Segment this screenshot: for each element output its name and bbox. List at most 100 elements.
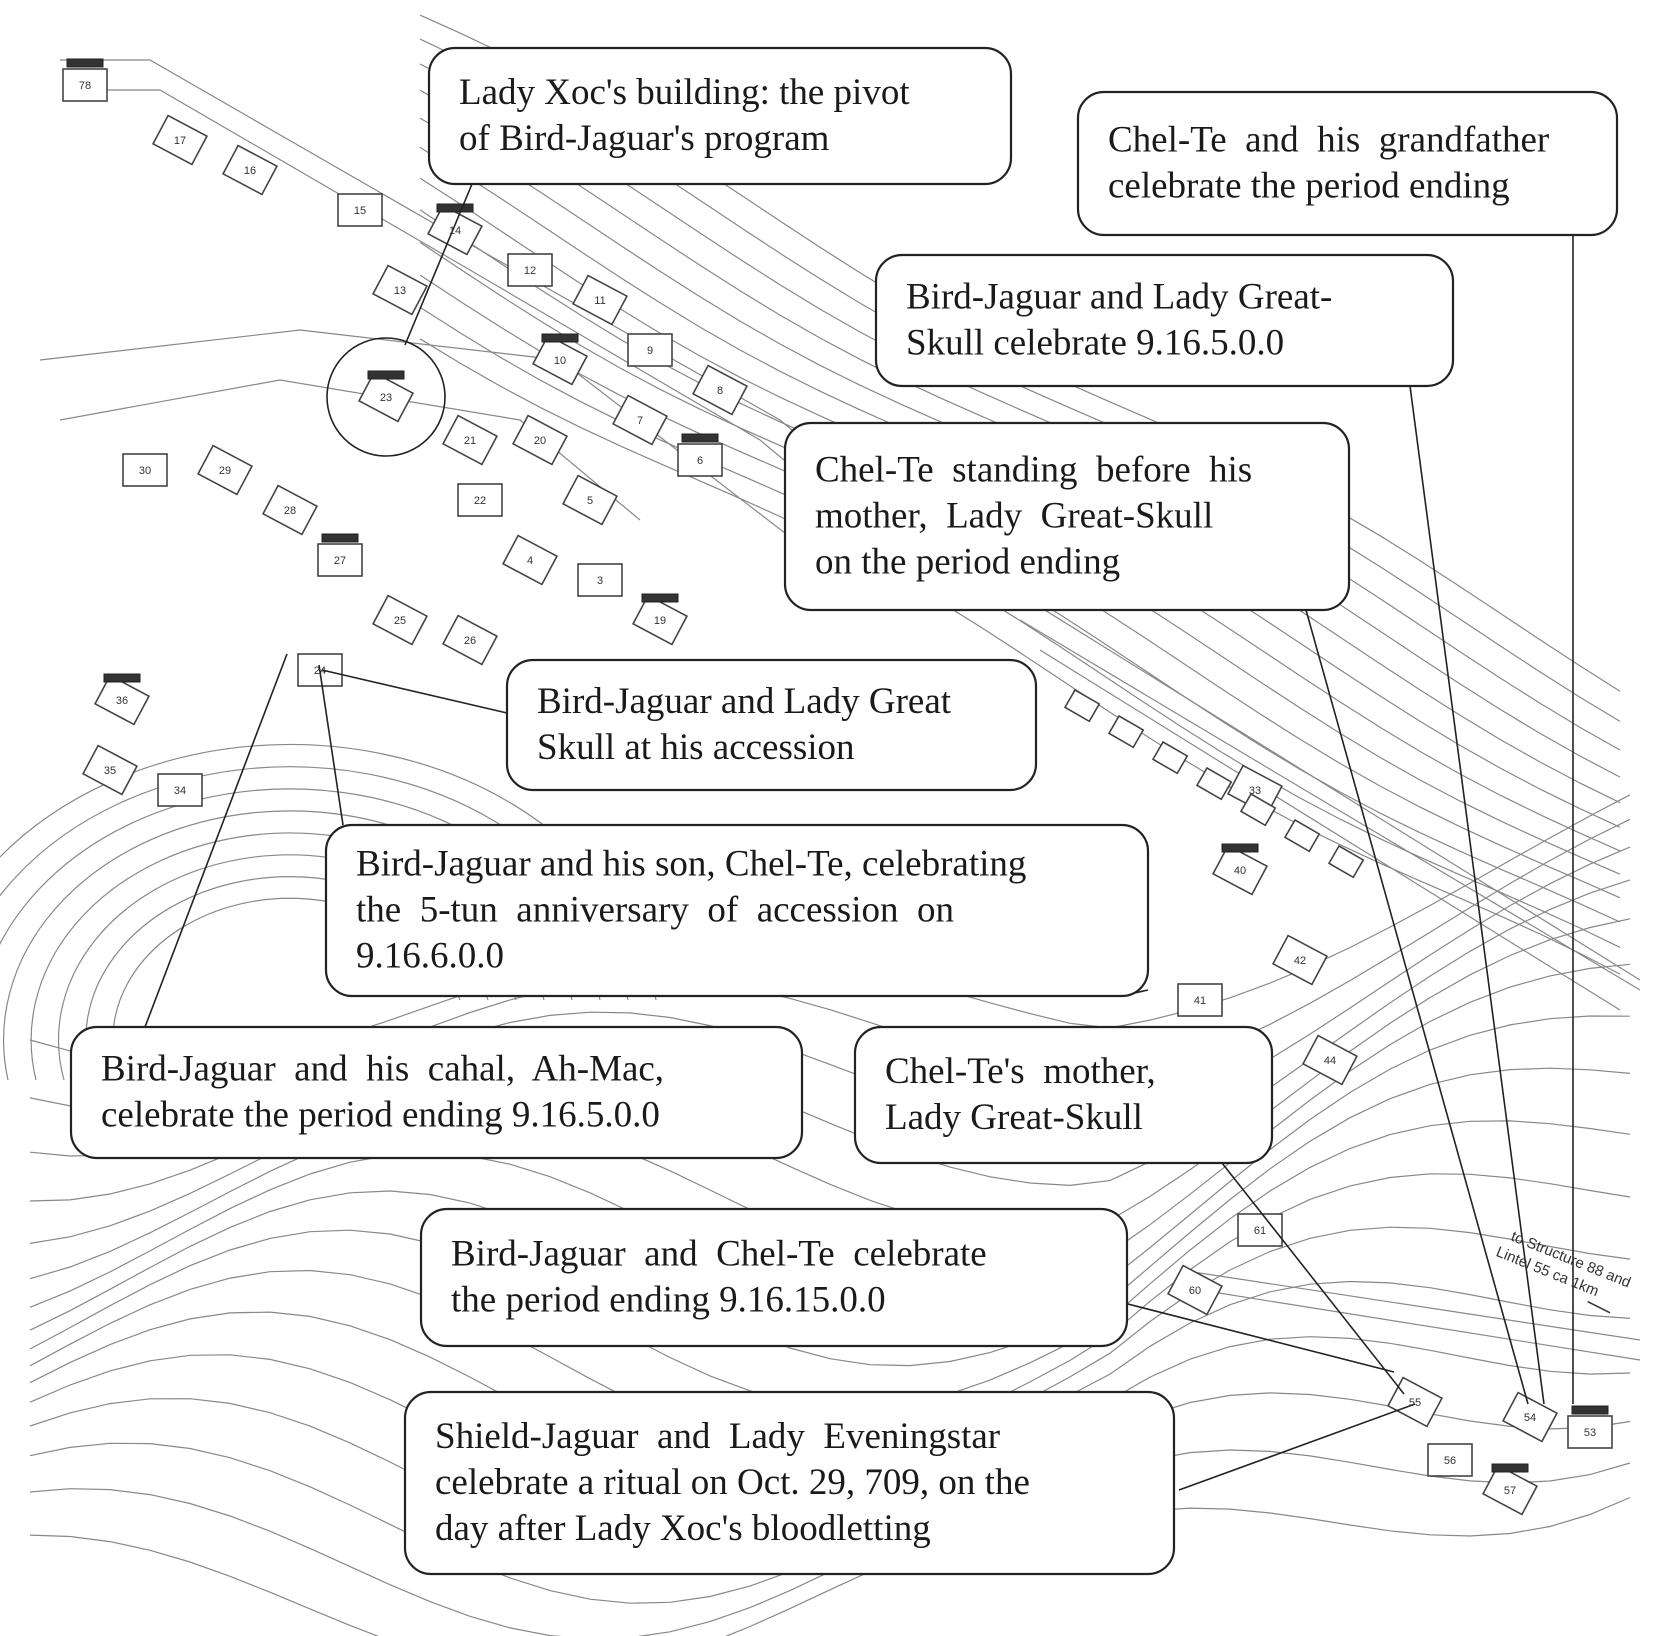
structure-label: 55 xyxy=(1409,1397,1421,1409)
contour-line xyxy=(419,338,1621,975)
callout-box xyxy=(874,253,1455,388)
structure xyxy=(1567,1405,1613,1449)
structure-label: 27 xyxy=(334,555,346,567)
structure-label: 12 xyxy=(524,265,536,277)
callout-text-line: Shield-Jaguar and Lady Eveningstar xyxy=(435,1416,1000,1457)
callout-box xyxy=(419,1207,1129,1348)
structure xyxy=(1481,1463,1539,1516)
structure-label: 57 xyxy=(1504,1485,1516,1497)
structure-label: 53 xyxy=(1584,1427,1596,1439)
structure xyxy=(221,144,279,196)
callout-text-line: Skull at his accession xyxy=(537,727,855,768)
structure-label: 35 xyxy=(104,765,116,777)
structure-label: 36 xyxy=(116,695,128,707)
callout-cahal: Bird-Jaguar and his cahal, Ah-Mac,celebr… xyxy=(69,1025,804,1160)
structure xyxy=(1211,843,1269,896)
callout-shield-jaguar: Shield-Jaguar and Lady Eveningstar celebr… xyxy=(403,1390,1176,1576)
structure-label: 40 xyxy=(1234,865,1246,877)
callout-box xyxy=(853,1025,1274,1165)
structure-label: 13 xyxy=(394,285,406,297)
contour-line xyxy=(29,1067,1631,1367)
direction-note: to Structure 88 and Lintel 55 ca 1km xyxy=(1494,1228,1633,1314)
callout-box xyxy=(783,421,1351,612)
callout-period-9-16-15: Bird-Jaguar and Chel-Te celebrate the per… xyxy=(419,1207,1129,1348)
callout-text-line: Chel-Te's mother, xyxy=(885,1051,1156,1092)
structure xyxy=(441,614,499,666)
structure-label: 6 xyxy=(697,455,703,467)
structure xyxy=(1501,1391,1559,1443)
callout-box xyxy=(69,1025,804,1160)
callout-text-line: the 5-tun anniversary of accession on xyxy=(356,890,954,931)
platform xyxy=(1327,844,1365,879)
structure xyxy=(631,593,689,646)
structure xyxy=(62,58,108,102)
leader-line xyxy=(1119,1301,1395,1373)
structure-label: 10 xyxy=(554,355,566,367)
leader-line xyxy=(144,653,288,1028)
structure xyxy=(531,333,589,386)
callout-box xyxy=(427,46,1013,186)
structures xyxy=(62,58,1613,1516)
platform xyxy=(1151,740,1189,775)
structure-label: 30 xyxy=(139,465,151,477)
callout-text-line: Bird-Jaguar and his cahal, Ah-Mac, xyxy=(101,1049,664,1090)
structure xyxy=(561,474,619,526)
callout-text-line: Bird-Jaguar and his son, Chel-Te, celebr… xyxy=(356,844,1026,885)
structure xyxy=(501,534,559,586)
structure xyxy=(627,333,673,367)
callout-text-line: Skull celebrate 9.16.5.0.0 xyxy=(906,323,1284,364)
platform xyxy=(1283,818,1321,853)
callout-five-tun: Bird-Jaguar and his son, Chel-Te, celebr… xyxy=(324,823,1150,998)
callout-box xyxy=(1076,90,1619,237)
callout-chel-te-mother: Chel-Te's mother, Lady Great-Skull xyxy=(853,1025,1274,1165)
structure-label: 56 xyxy=(1444,1455,1456,1467)
callout-text-line: Bird-Jaguar and Lady Great- xyxy=(906,277,1332,318)
structure xyxy=(677,433,723,477)
structure-label: 28 xyxy=(284,505,296,517)
structure-label: 3 xyxy=(597,575,603,587)
structure-label: 16 xyxy=(244,165,256,177)
structure xyxy=(511,414,569,466)
structure xyxy=(571,274,629,326)
structure-label: 61 xyxy=(1254,1225,1266,1237)
structure-label: 23 xyxy=(380,392,392,404)
platform xyxy=(1107,714,1145,749)
lady-xoc-building-circle xyxy=(326,337,446,457)
structure xyxy=(81,744,139,796)
structure xyxy=(122,453,168,487)
structure-label: 29 xyxy=(219,465,231,477)
structure-label: 44 xyxy=(1324,1055,1336,1067)
callout-text-line: on the period ending xyxy=(815,542,1120,583)
arrow-right-icon xyxy=(1587,1300,1611,1314)
structure xyxy=(691,364,749,416)
structure-label: 21 xyxy=(464,435,476,447)
callout-bird-jaguar-great-skull-9-16-5: Bird-Jaguar and Lady Great- Skull celebra… xyxy=(874,253,1455,388)
callout-text-line: the period ending 9.16.15.0.0 xyxy=(451,1280,886,1321)
callout-text-line: Lady Xoc's building: the pivot xyxy=(459,72,910,113)
structure-label: 54 xyxy=(1524,1412,1536,1424)
callout-text-line: day after Lady Xoc's bloodletting xyxy=(435,1508,931,1549)
structure-label: 19 xyxy=(654,615,666,627)
leader-line xyxy=(321,669,508,714)
structure xyxy=(157,773,203,807)
structure-label: 15 xyxy=(354,205,366,217)
structure-label: 5 xyxy=(587,495,593,507)
structure xyxy=(611,394,669,446)
callout-text-line: Lady Great-Skull xyxy=(885,1097,1143,1138)
structure-label: 9 xyxy=(647,345,653,357)
callout-text-line: celebrate a ritual on Oct. 29, 709, on t… xyxy=(435,1462,1030,1503)
leader-line xyxy=(1221,1162,1405,1395)
structure-label: 42 xyxy=(1294,955,1306,967)
callout-text-line: Chel-Te and his grandfather xyxy=(1108,120,1549,161)
structure xyxy=(577,563,623,597)
structure-label: 14 xyxy=(449,225,461,237)
callout-text-line: Bird-Jaguar and Chel-Te celebrate xyxy=(451,1234,987,1275)
structure xyxy=(357,370,415,423)
structure-label: 8 xyxy=(717,385,723,397)
callout-box xyxy=(324,823,1150,998)
